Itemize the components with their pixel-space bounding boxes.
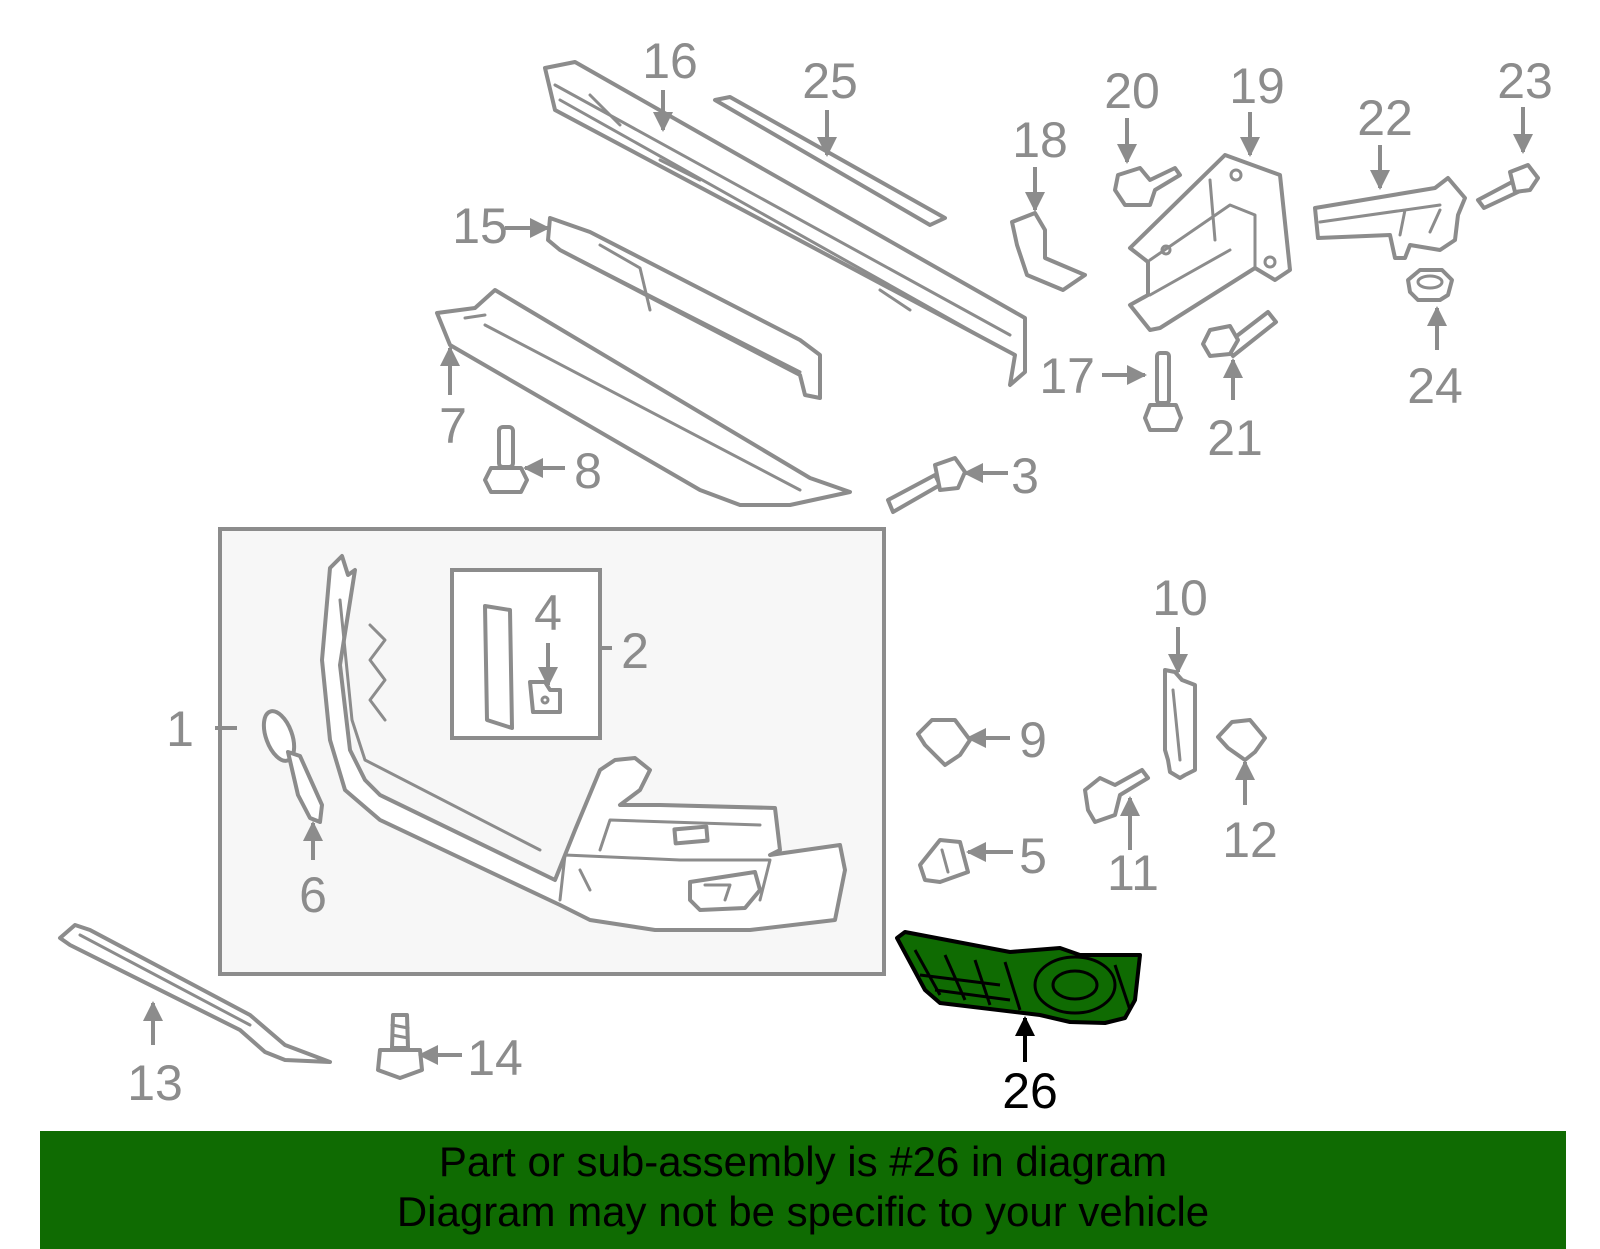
callout-3: 3 [1011,448,1039,504]
callout-4: 4 [534,585,562,641]
callout-5: 5 [1019,828,1047,884]
part-11-clip [1083,768,1150,824]
callout-2: 2 [621,623,649,679]
part-7-lower-deflector [435,288,852,507]
part-26-highlighted-grille[interactable] [895,930,1142,1025]
part-8-bolt [483,425,529,494]
callout-11: 11 [1107,845,1159,901]
callout-1: 1 [166,701,194,757]
callout-17: 17 [1039,348,1095,404]
banner-line-disclaimer: Diagram may not be specific to your vehi… [396,1188,1210,1235]
callout-15: 15 [452,198,508,254]
callout-20: 20 [1104,63,1160,119]
part-14-screw [376,1013,424,1080]
callout-14: 14 [467,1030,523,1086]
callout-22: 22 [1357,90,1413,146]
banner-line-part: Part or sub-assembly is #26 in diagram [438,1138,1168,1185]
part-12-clip [1216,718,1267,762]
part-5-clip [918,838,970,884]
callout-21: 21 [1207,410,1263,466]
callout-18: 18 [1012,112,1068,168]
part-10-trim-strip [1163,668,1197,780]
info-banner: Part or sub-assembly is #26 in diagram D… [40,1131,1566,1249]
assembly-box-1 [218,527,886,976]
callout-12: 12 [1222,812,1278,868]
part-25-strip [713,95,947,227]
part-16-reinforcement-bar [543,60,1027,387]
callout-8: 8 [574,443,602,499]
callout-10: 10 [1152,570,1208,626]
part-24-nut [1406,268,1454,302]
part-18-bracket [1010,211,1087,292]
callout-19: 19 [1229,58,1285,114]
part-15-absorber [546,216,822,400]
callout-24: 24 [1407,358,1463,414]
part-21-bolt [1201,310,1278,358]
callout-labels: 16 25 15 7 8 3 18 20 19 22 23 24 21 17 1… [127,33,1553,1119]
callout-23: 23 [1497,53,1553,109]
callout-13: 13 [127,1055,183,1111]
callout-9: 9 [1019,712,1047,768]
leader-lines [143,90,1533,1065]
callout-16: 16 [642,33,698,89]
part-13-lower-molding [58,923,332,1064]
callout-25: 25 [802,53,858,109]
part-9-clip [916,718,972,767]
part-22-side-bracket [1313,176,1467,260]
callout-6: 6 [299,867,327,923]
part-20-clip [1113,166,1182,207]
part-3-bolt [886,456,967,514]
callout-26: 26 [1002,1063,1058,1119]
part-19-mounting-bracket [1128,153,1292,332]
part-23-screw [1476,163,1540,210]
callout-7: 7 [439,398,467,454]
part-17-bolt [1143,351,1183,432]
